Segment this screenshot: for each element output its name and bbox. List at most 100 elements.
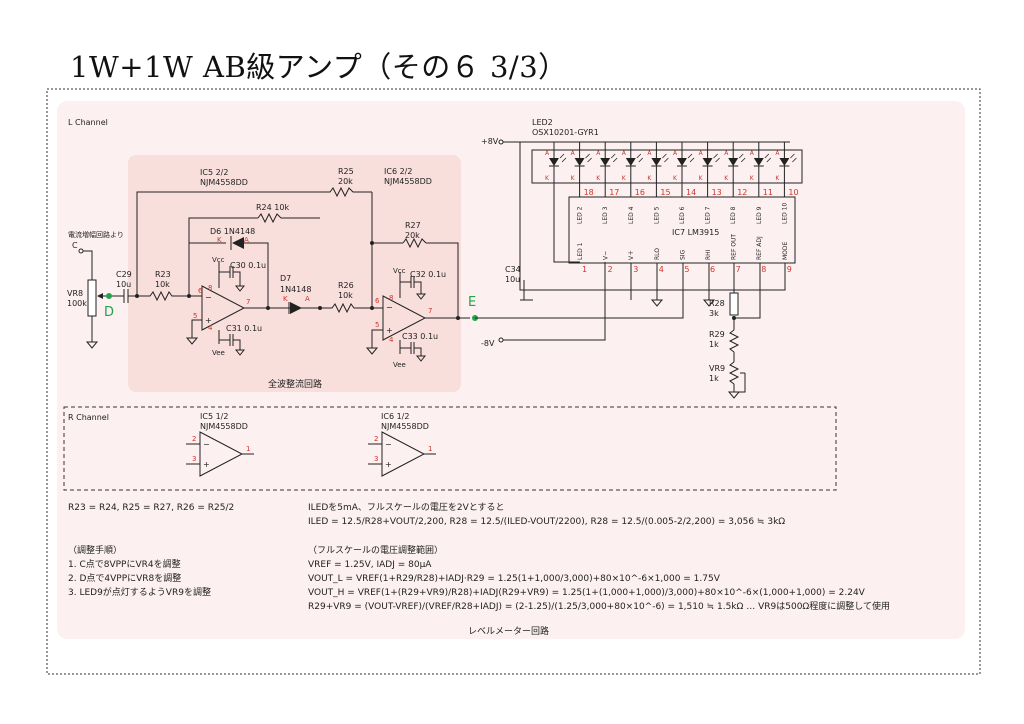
svg-text:5: 5 (193, 312, 197, 320)
svg-text:5: 5 (375, 321, 379, 329)
svg-text:8: 8 (389, 294, 393, 302)
ic5r-label: IC5 1/2 (200, 412, 228, 421)
ic7-bottom-pin-number: 6 (710, 265, 715, 274)
ic7-top-pin-name: LED 10 (781, 203, 788, 224)
page-title: 1W+1W AB級アンプ（その６ 3/3） (70, 50, 568, 84)
ic6-part: NJM4558DD (384, 177, 432, 186)
vr8-value: 100k (67, 299, 87, 308)
led-segment: AK (622, 142, 644, 197)
c32-c33-caps (400, 276, 427, 362)
led-anode-label: A (775, 150, 780, 157)
ic6-label: IC6 2/2 (384, 167, 412, 176)
svg-text:−: − (386, 303, 393, 312)
vcc-label-ic6: Vcc (393, 267, 406, 275)
led-segment: AK (673, 142, 695, 197)
ic7-body (568, 196, 796, 264)
ic7-bottom-pin-number: 4 (659, 265, 664, 274)
svg-text:K: K (217, 236, 222, 244)
led-cathode-label: K (647, 175, 652, 182)
led-segment: AK (571, 142, 592, 197)
vr9-value: 1k (709, 374, 719, 383)
ic5-part: NJM4558DD (200, 178, 248, 187)
led-anode-label: A (647, 150, 652, 157)
r27-label: R27 (405, 221, 421, 230)
ic7-top-pin-number: 11 (763, 188, 773, 197)
led-segment: AK (775, 142, 797, 197)
ic7-top-pin-number: 15 (660, 188, 670, 197)
r29-value: 1k (709, 340, 719, 349)
node-c-label: C (72, 241, 78, 250)
ic5r-opamp: − + (186, 431, 254, 477)
ic7-bottom-pin-number: 2 (608, 265, 613, 274)
range-line-3: VOUT_H = VREF(1+(R29+VR9)/R28)+IADJ(R29+… (308, 588, 865, 598)
c30-label: C30 0.1u (230, 261, 266, 270)
r-channel-label: R Channel (68, 413, 109, 422)
vcc-label-ic5: Vcc (212, 256, 225, 264)
led-segment: AK (596, 142, 618, 197)
fwr-block (128, 155, 461, 392)
led-segment: AK (724, 142, 746, 197)
ic5r-part: NJM4558DD (200, 422, 248, 431)
led-anode-label: A (724, 150, 729, 157)
ic7-bottom-pin-number: 1 (582, 265, 587, 274)
ic7-top-pin-number: 13 (712, 188, 722, 197)
d7-diode (288, 302, 302, 314)
svg-text:1: 1 (246, 445, 250, 453)
led-cathode-label: K (750, 175, 755, 182)
r27-value: 20k (405, 231, 420, 240)
vee-label-ic6: Vee (393, 361, 406, 369)
ic7-top-pin-name: LED 4 (628, 206, 635, 224)
r28-value: 3k (709, 309, 719, 318)
led-cathode-label: K (571, 175, 576, 182)
ic6-opamp: − + (365, 192, 470, 355)
c34-label: C34 (505, 265, 521, 274)
svg-text:3: 3 (374, 455, 378, 463)
r26-value: 10k (338, 291, 353, 300)
led2-label: LED2 (532, 118, 553, 127)
led-cathode-label: K (775, 175, 780, 182)
d6-label: D6 1N4148 (210, 227, 255, 236)
ic7-bottom-pin-name: V＋ (628, 250, 635, 260)
svg-text:7: 7 (246, 298, 250, 306)
r24-label: R24 10k (256, 203, 289, 212)
led-cathode-label: K (699, 175, 704, 182)
svg-text:+: + (385, 460, 392, 469)
ic5-label: IC5 2/2 (200, 168, 228, 177)
svg-text:6: 6 (375, 297, 380, 305)
node-e-label: E (468, 295, 476, 310)
ic7-top-pin-number: 17 (609, 188, 619, 197)
led-segment: AK (699, 142, 720, 197)
svg-text:A: A (305, 295, 310, 303)
vr9-label: VR9 (709, 364, 725, 373)
level-meter-label: レベルメーター回路 (468, 625, 549, 637)
calc-line-2: ILED = 12.5/R28+VOUT/2,200, R28 = 12.5/(… (308, 517, 786, 527)
svg-text:2: 2 (374, 435, 378, 443)
svg-text:+: + (205, 316, 212, 325)
svg-text:+: + (386, 326, 393, 335)
led-anode-label: A (673, 150, 678, 157)
r23-value: 10k (155, 280, 170, 289)
ic7-bottom-pin-number: 8 (761, 265, 766, 274)
svg-text:3: 3 (192, 455, 196, 463)
ic7-bottom-pin-name: SIG (679, 249, 686, 260)
c32-label: C32 0.1u (410, 270, 446, 279)
ic7-bottom-pin-number: 5 (684, 265, 689, 274)
svg-text:8: 8 (208, 284, 212, 292)
led-anode-label: A (596, 150, 601, 157)
c29-label: C29 (116, 270, 132, 279)
l-channel-label: L Channel (68, 118, 108, 127)
led-cathode-label: K (545, 175, 550, 182)
led-anode-label: A (699, 150, 704, 157)
ic5-feedback (188, 212, 320, 308)
svg-text:4: 4 (389, 336, 394, 344)
ic7-bottom-pin-number: 7 (736, 265, 741, 274)
adjust-step-3: 3. LED9が点灯するようVR9を調整 (68, 588, 211, 598)
outer-frame (46, 88, 981, 675)
input-source-label: 電流増幅回路より (68, 230, 124, 239)
led-cathode-label: K (673, 175, 678, 182)
led-cathode-label: K (596, 175, 601, 182)
